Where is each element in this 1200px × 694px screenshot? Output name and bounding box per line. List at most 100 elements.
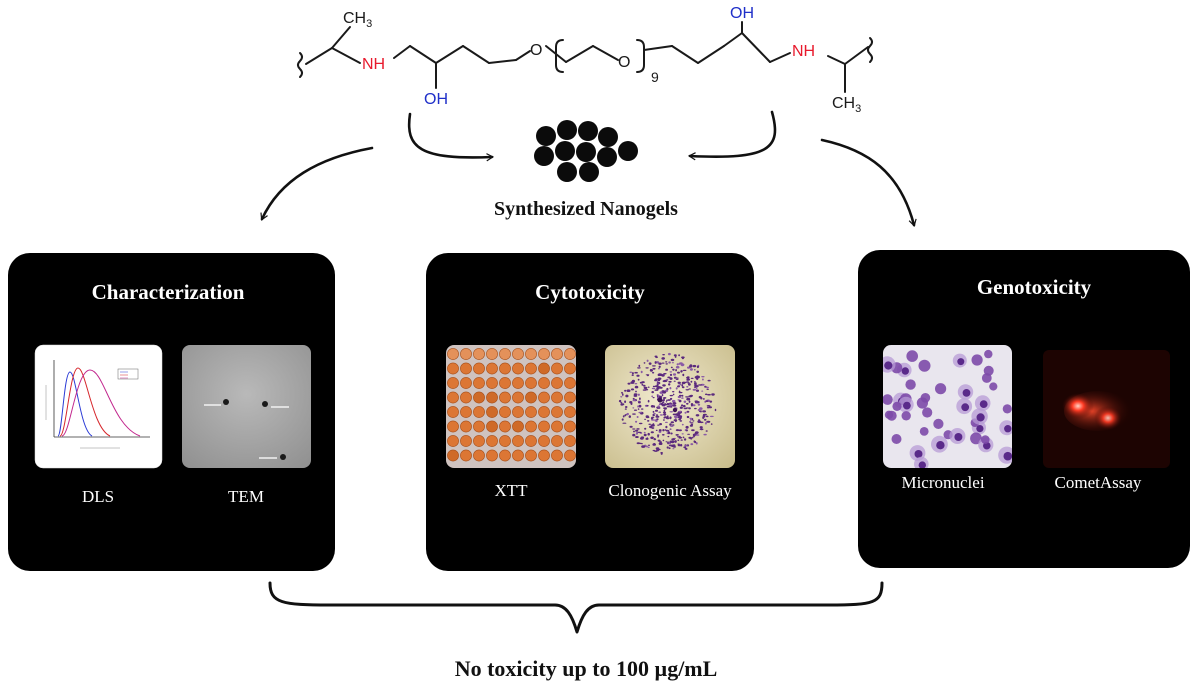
colony-cell xyxy=(689,424,694,427)
colony-cell xyxy=(674,440,677,443)
stained-cell xyxy=(883,394,893,405)
colony-cell xyxy=(678,391,683,394)
colony-cell xyxy=(686,376,690,378)
stained-cell xyxy=(919,427,929,436)
colony-cell xyxy=(636,416,639,418)
comet-image xyxy=(1043,350,1170,468)
colony-cell xyxy=(662,354,665,356)
colony-cell xyxy=(709,415,714,418)
colony-cell xyxy=(695,442,698,445)
structure-labels: CH3 NH OH O O 9 OH NH CH3 xyxy=(343,5,861,115)
colony-cell xyxy=(690,418,692,421)
colony-cell xyxy=(662,411,667,414)
bond xyxy=(697,45,725,64)
xtt-well xyxy=(460,348,472,360)
colony-cell xyxy=(659,441,662,443)
colony-cell xyxy=(654,389,659,391)
xtt-well xyxy=(564,406,576,418)
colony-cell xyxy=(663,398,665,401)
colony-cell xyxy=(665,361,668,363)
colony-cell xyxy=(694,407,697,410)
colony-cell xyxy=(675,434,679,436)
xtt-well xyxy=(499,348,511,360)
colony-cell xyxy=(621,391,623,394)
colony-cell xyxy=(654,361,657,364)
colony-cell xyxy=(678,384,681,387)
colony-cell xyxy=(685,389,690,391)
colony-cell xyxy=(637,378,640,381)
colony-cell xyxy=(681,423,684,426)
colony-cell xyxy=(706,388,709,390)
colony-cell xyxy=(678,436,682,439)
colony-cell xyxy=(668,444,673,447)
bond xyxy=(769,52,791,63)
colony-cell xyxy=(638,422,643,425)
xtt-well xyxy=(512,406,524,418)
xtt-well xyxy=(512,435,524,447)
xtt-well xyxy=(486,420,498,433)
colony-cell xyxy=(680,443,683,447)
xtt-well xyxy=(460,391,472,404)
xtt-well xyxy=(499,391,511,404)
colony-cell xyxy=(661,362,665,364)
xtt-well xyxy=(512,391,524,404)
colony-cell xyxy=(634,371,638,374)
xtt-well xyxy=(538,420,550,433)
colony-cell xyxy=(652,371,655,374)
colony-cell xyxy=(705,386,709,389)
xtt-well xyxy=(473,377,485,389)
arrow-structure-to-nanogels-left xyxy=(407,112,495,162)
xtt-well xyxy=(473,391,485,404)
xtt-well xyxy=(564,420,576,433)
stained-cell xyxy=(933,418,944,429)
colony-cell xyxy=(647,399,650,403)
xtt-well xyxy=(499,377,511,389)
colony-cell xyxy=(643,386,648,390)
colony-cell xyxy=(643,433,647,437)
micronuclei-label: Micronuclei xyxy=(901,473,984,492)
colony-cell xyxy=(672,402,677,405)
colony-cell xyxy=(677,439,680,442)
colony-cell xyxy=(664,421,668,423)
colony-cell xyxy=(665,401,668,403)
micronuclei-image xyxy=(883,345,1012,468)
colony-cell xyxy=(669,416,672,420)
colony-cell xyxy=(647,432,650,436)
characterization-panel: Characterization DLS xyxy=(8,253,335,571)
cytotoxicity-panel: Cytotoxicity XTT Clonogenic Assay xyxy=(426,253,754,571)
xtt-well xyxy=(499,420,511,433)
colony-cell xyxy=(697,409,701,411)
repeat-bracket-left xyxy=(555,39,564,73)
colony-cell xyxy=(662,401,665,404)
colony-cell xyxy=(691,429,695,432)
colony-cell xyxy=(635,390,637,393)
colony-cell xyxy=(689,368,693,371)
colony-cell xyxy=(653,443,656,445)
cytotoxicity-title: Cytotoxicity xyxy=(535,280,645,304)
stained-cell xyxy=(892,401,902,411)
colony-cell xyxy=(680,439,683,441)
colony-cell xyxy=(634,385,639,389)
stained-cell xyxy=(981,435,990,444)
colony-cell xyxy=(705,430,708,432)
colony-cell xyxy=(693,384,698,386)
colony-cell xyxy=(658,403,662,406)
colony-cell xyxy=(666,378,669,381)
colony-cell xyxy=(708,406,713,409)
colony-cell xyxy=(690,380,693,383)
colony-cell xyxy=(683,446,687,449)
colony-cell xyxy=(653,438,657,441)
colony-cell xyxy=(656,387,660,390)
colony-cell xyxy=(648,423,652,425)
xtt-well xyxy=(473,406,485,418)
colony-cell xyxy=(690,404,693,407)
colony-cell xyxy=(671,399,676,403)
colony-cell xyxy=(692,404,696,407)
colony-cell xyxy=(690,422,694,424)
colony-cell xyxy=(678,394,682,397)
bond xyxy=(462,45,490,64)
xtt-well xyxy=(473,449,485,462)
colony-cell xyxy=(624,408,627,410)
